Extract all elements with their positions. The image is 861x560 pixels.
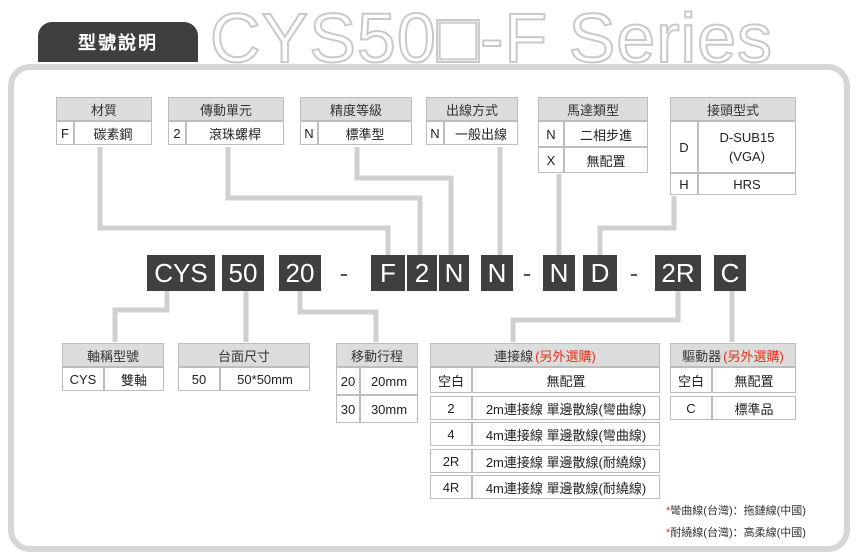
outlet-value: 一般出線 — [444, 121, 518, 145]
note-bend-cable: *彎曲線(台灣)：拖鏈線(中國) — [666, 502, 806, 518]
table-size-value: 50*50mm — [220, 367, 310, 391]
connector-code-d: D — [670, 121, 698, 173]
connector-value-h: HRS — [698, 173, 796, 195]
driver-header-label: 驅動器 — [682, 348, 722, 364]
code-n3: N — [543, 255, 575, 291]
note-line-2: 耐繞線(台灣)：高柔線(中國) — [670, 527, 806, 539]
stroke-header: 移動行程 — [336, 343, 418, 367]
material-code: F — [56, 121, 74, 145]
code-d: D — [583, 255, 617, 291]
motor-header: 馬達類型 — [538, 97, 648, 121]
code-dash-1: - — [339, 257, 349, 288]
connector-value-d-line1: D-SUB15 — [719, 130, 775, 145]
cable-value-2: 2m連接線 單邊散線(彎曲線) — [472, 396, 660, 420]
motor-code-n: N — [538, 121, 564, 147]
stroke-value-20: 20mm — [360, 367, 418, 395]
axis-code: CYS — [62, 367, 104, 391]
code-50: 50 — [222, 255, 264, 291]
driver-code-blank: 空白 — [670, 367, 712, 393]
driver-code-c: C — [670, 396, 712, 420]
connector-value-d: D-SUB15 (VGA) — [698, 121, 796, 173]
driver-value-blank: 無配置 — [712, 367, 796, 393]
stroke-value-30: 30mm — [360, 395, 418, 423]
code-cys: CYS — [147, 255, 215, 291]
code-f: F — [371, 255, 405, 291]
stroke-code-20: 20 — [336, 367, 360, 395]
code-2: 2 — [407, 255, 437, 291]
cable-code-2: 2 — [430, 396, 472, 420]
connector-value-d-line2: (VGA) — [728, 149, 766, 164]
material-header: 材質 — [56, 97, 152, 121]
driver-header-note: (另外選購) — [723, 348, 784, 364]
cable-header: 連接線 (另外選購) — [430, 343, 660, 367]
code-dash-3: - — [629, 257, 639, 288]
cable-code-4: 4 — [430, 422, 472, 446]
axis-value: 雙軸 — [104, 367, 164, 391]
diagram-frame — [8, 64, 850, 552]
transmission-code: 2 — [168, 121, 186, 145]
cable-value-4r: 4m連接線 單邊散線(耐繞線) — [472, 475, 660, 499]
material-value: 碳素鋼 — [74, 121, 152, 145]
precision-header: 精度等級 — [300, 97, 412, 121]
note-asterisk-2: * — [666, 527, 671, 539]
motor-value-x: 無配置 — [564, 147, 648, 173]
driver-value-c: 標準品 — [712, 396, 796, 420]
code-dash-2: - — [522, 257, 532, 288]
title-tab: 型號說明 — [38, 22, 198, 62]
cable-code-2r: 2R — [430, 449, 472, 473]
axis-header: 軸稱型號 — [62, 343, 164, 367]
cable-header-label: 連接線 — [494, 348, 534, 364]
table-size-code: 50 — [178, 367, 220, 391]
cable-header-note: (另外選購) — [535, 348, 596, 364]
cable-value-blank: 無配置 — [472, 367, 660, 393]
cable-code-4r: 4R — [430, 475, 472, 499]
code-2r: 2R — [655, 255, 701, 291]
precision-value: 標準型 — [318, 121, 412, 145]
cable-code-blank: 空白 — [430, 367, 472, 393]
code-n2: N — [481, 255, 513, 291]
motor-value-n: 二相步進 — [564, 121, 648, 147]
note-flex-cable: *耐繞線(台灣)：高柔線(中國) — [666, 524, 806, 540]
outlet-header: 出線方式 — [426, 97, 518, 121]
cable-value-4: 4m連接線 單邊散線(彎曲線) — [472, 422, 660, 446]
driver-header: 驅動器 (另外選購) — [670, 343, 796, 367]
table-size-header: 台面尺寸 — [178, 343, 310, 367]
motor-code-x: X — [538, 147, 564, 173]
code-20: 20 — [279, 255, 321, 291]
connector-code-h: H — [670, 173, 698, 195]
cable-value-2r: 2m連接線 單邊散線(耐繞線) — [472, 449, 660, 473]
code-c: C — [714, 255, 746, 291]
code-n1: N — [439, 255, 469, 291]
transmission-header: 傳動單元 — [168, 97, 284, 121]
precision-code: N — [300, 121, 318, 145]
stroke-code-30: 30 — [336, 395, 360, 423]
note-line-1: 彎曲線(台灣)：拖鏈線(中國) — [670, 505, 806, 517]
outlet-code: N — [426, 121, 444, 145]
connector-header: 接頭型式 — [670, 97, 796, 121]
transmission-value: 滾珠螺桿 — [186, 121, 284, 145]
note-asterisk-1: * — [666, 505, 671, 517]
